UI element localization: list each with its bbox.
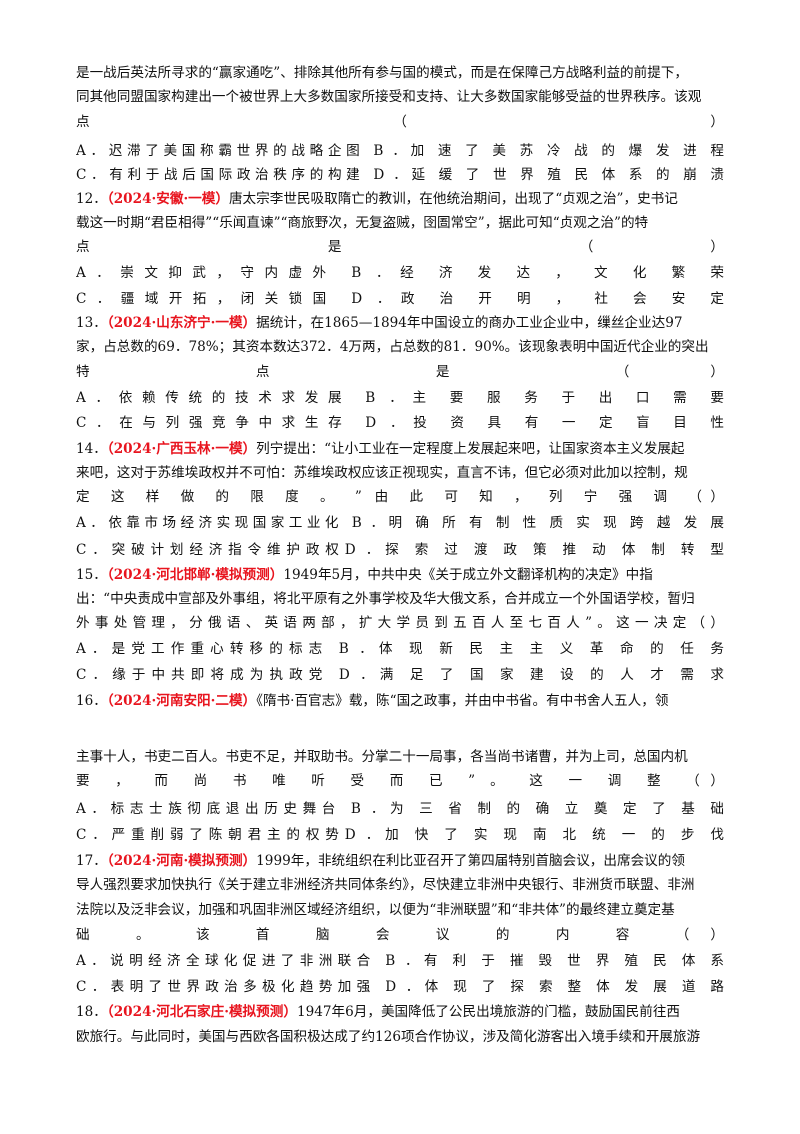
line-text: A．是党工作重心转移的标志 B ．体 现 新 民 主 主 义 革 命 的 任 务	[76, 641, 724, 657]
text-line: 法院以及泛非会议，加强和巩固非洲区域经济组织，以便为“非洲联盟”和“非共体”的最…	[76, 901, 724, 919]
question-source-tag: （2024·山东济宁·一模）	[106, 315, 257, 331]
line-text: C．缘于中共即将成为执政党 D ．满 足 了 国 家 建 设 的 人 才 需 求	[76, 667, 724, 683]
text-line: C．突破计划经济指令维护政权D ．探 索 过 渡 政 策 推 动 体 制 转 型	[76, 541, 724, 559]
text-line: A．崇文抑武，守内虚外 B ．经 济 发 达 ， 文 化 繁 荣	[76, 264, 724, 282]
question-source-tag: （2024·河北邯郸·模拟预测）	[106, 567, 284, 583]
text-line: A．标志士族彻底退出历史舞台 B ．为 三 省 制 的 确 立 奠 定 了 基 …	[76, 800, 724, 818]
line-text: 外事处管理，分俄语、英语两部，扩大学员到五百人至七百人”。这一决定（）	[76, 615, 724, 631]
line-text: 载这一时期“君臣相得”“乐闻直谏”“商旅野次，无复盗贼，囹圄常空”，据此可知“贞…	[76, 215, 649, 231]
text-line: 载这一时期“君臣相得”“乐闻直谏”“商旅野次，无复盗贼，囹圄常空”，据此可知“贞…	[76, 214, 724, 232]
question-stem-line: 16．（2024·河南安阳·二模）《隋书·百官志》载，陈“国之政事，并由中书省。…	[76, 692, 724, 710]
question-number: 12．	[76, 191, 107, 207]
question-number: 15．	[76, 567, 107, 583]
question-stem-line: 17．（2024·河南·模拟预测）1999年，非统组织在利比亚召开了第四届特别首…	[76, 852, 724, 870]
text-line: 家，占总数的69．78%；其资本数达372．4万两，占总数的81．90%。该现象…	[76, 338, 724, 356]
question-source-tag: （2024·河北石家庄·模拟预测）	[106, 1004, 297, 1020]
line-text: C．突破计划经济指令维护政权D ．探 索 过 渡 政 策 推 动 体 制 转 型	[76, 542, 724, 558]
line-text: 是一战后英法所寻求的“赢家通吃”、排除其他所有参与国的模式，而是在保障己方战略利…	[76, 65, 689, 81]
line-text: 主事十人，书吏二百人。书吏不足，并取助书。分掌二十一局事，各当尚书诸曹，并为上司…	[76, 749, 688, 765]
question-source-tag: （2024·河南安阳·二模）	[106, 693, 257, 709]
line-text: 础 。 该 首 脑 会 议 的 内 容 （）	[76, 927, 724, 943]
line-text: 《隋书·百官志》载，陈“国之政事，并由中书省。有中书舍人五人，领	[256, 693, 669, 709]
text-line: 是一战后英法所寻求的“赢家通吃”、排除其他所有参与国的模式，而是在保障己方战略利…	[76, 64, 724, 82]
question-number: 16．	[76, 693, 107, 709]
question-source-tag: （2024·广西玉林·一模）	[106, 441, 257, 457]
line-text: A．依赖传统的技术求发展 B ．主 要 服 务 于 出 口 需 要	[76, 390, 724, 406]
line-text: A．崇文抑武，守内虚外 B ．经 济 发 达 ， 文 化 繁 荣	[76, 265, 724, 281]
line-text: 法院以及泛非会议，加强和巩固非洲区域经济组织，以便为“非洲联盟”和“非共体”的最…	[76, 902, 675, 918]
text-line: 点 是 （）	[76, 238, 724, 256]
line-text: 特 点 是 （）	[76, 364, 724, 380]
text-line: 来吧，这对于苏维埃政权并不可怕：苏维埃政权应该正视现实，直言不讳，但它必须对此加…	[76, 464, 724, 482]
text-line: 欧旅行。与此同时，美国与西欧各国积极达成了约126项合作协议，涉及简化游客出入境…	[76, 1028, 724, 1046]
line-text: 点（）	[76, 114, 724, 130]
line-text: C．严重削弱了陈朝君主的权势D ．加 快 了 实 现 南 北 统 一 的 步 伐	[76, 827, 724, 843]
line-text: 同其他同盟国家构建出一个被世界上大多数国家所接受和支持、让大多数国家能够受益的世…	[76, 89, 702, 105]
text-line: 要 ， 而 尚 书 唯 听 受 而 已 ” 。 这 一 调 整 （）	[76, 772, 724, 790]
text-line: A．说明经济全球化促进了非洲联合 B ．有 利 于 摧 毁 世 界 殖 民 体 …	[76, 952, 724, 970]
text-line: C．疆域开拓，闭关锁国 D ．政 治 开 明 ， 社 会 安 定	[76, 290, 724, 308]
question-number: 18．	[76, 1004, 107, 1020]
question-source-tag: （2024·安徽·一模）	[106, 191, 229, 207]
line-text: 唐太宗李世民吸取隋亡的教训，在他统治期间，出现了“贞观之治”，史书记	[228, 191, 678, 207]
text-line: A．依赖传统的技术求发展 B ．主 要 服 务 于 出 口 需 要	[76, 389, 724, 407]
text-line: 出：“中央责成中宣部及外事组，将北平原有之外事学校及华大俄文系，合并成立一个外国…	[76, 590, 724, 608]
text-line: 点（）	[76, 113, 724, 131]
line-text: 导人强烈要求加快执行《关于建立非洲经济共同体条约》，尽快建立非洲中央银行、非洲货…	[76, 877, 695, 893]
text-line: C．严重削弱了陈朝君主的权势D ．加 快 了 实 现 南 北 统 一 的 步 伐	[76, 826, 724, 844]
question-stem-line: 14．（2024·广西玉林·一模）列宁提出：“让小工业在一定程度上发展起来吧，让…	[76, 440, 724, 458]
text-line: 外事处管理，分俄语、英语两部，扩大学员到五百人至七百人”。这一决定（）	[76, 614, 724, 632]
line-text: 1949年5月，中共中央《关于成立外文翻译机构的决定》中指	[283, 567, 653, 583]
text-line: 定 这 样 做 的 限 度 。 ” 由 此 可 知 ， 列 宁 强 调 （）	[76, 488, 724, 506]
line-text: C．疆域开拓，闭关锁国 D ．政 治 开 明 ， 社 会 安 定	[76, 291, 724, 307]
line-text: C．在与列强竞争中求生存 D ．投 资 具 有 一 定 盲 目 性	[76, 415, 724, 431]
line-text: 要 ， 而 尚 书 唯 听 受 而 已 ” 。 这 一 调 整 （）	[76, 773, 724, 789]
line-text: A．迟滞了美国称霸世界的战略企图 B ．加 速 了 美 苏 冷 战 的 爆 发 …	[76, 143, 724, 159]
question-stem-line: 13．（2024·山东济宁·一模）据统计，在1865—1894年中国设立的商办工…	[76, 314, 724, 332]
question-stem-line: 18．（2024·河北石家庄·模拟预测）1947年6月，美国降低了公民出境旅游的…	[76, 1003, 724, 1021]
text-line: 同其他同盟国家构建出一个被世界上大多数国家所接受和支持、让大多数国家能够受益的世…	[76, 88, 724, 106]
line-text: A．依靠市场经济实现国家工业化 B ．明 确 所 有 制 性 质 实 现 跨 越…	[76, 515, 724, 531]
text-line: C．表明了世界政治多极化趋势加强 D ．体 现 了 探 索 整 体 发 展 道 …	[76, 978, 724, 996]
text-line: C．有利于战后国际政治秩序的构建 D ．延 缓 了 世 界 殖 民 体 系 的 …	[76, 166, 724, 184]
line-text: 点 是 （）	[76, 239, 724, 255]
text-line: 导人强烈要求加快执行《关于建立非洲经济共同体条约》，尽快建立非洲中央银行、非洲货…	[76, 876, 724, 894]
line-text: 欧旅行。与此同时，美国与西欧各国积极达成了约126项合作协议，涉及简化游客出入境…	[76, 1029, 701, 1045]
question-source-tag: （2024·河南·模拟预测）	[106, 853, 257, 869]
line-text: 列宁提出：“让小工业在一定程度上发展起来吧，让国家资本主义发展起	[256, 441, 685, 457]
line-text: 出：“中央责成中宣部及外事组，将北平原有之外事学校及华大俄文系，合并成立一个外国…	[76, 591, 695, 607]
line-text: C．表明了世界政治多极化趋势加强 D ．体 现 了 探 索 整 体 发 展 道 …	[76, 979, 724, 995]
line-text: 1947年6月，美国降低了公民出境旅游的门槛，鼓励国民前往西	[296, 1004, 681, 1020]
text-line: A．迟滞了美国称霸世界的战略企图 B ．加 速 了 美 苏 冷 战 的 爆 发 …	[76, 142, 724, 160]
question-number: 17．	[76, 853, 107, 869]
question-number: 14．	[76, 441, 107, 457]
line-text: 来吧，这对于苏维埃政权并不可怕：苏维埃政权应该正视现实，直言不讳，但它必须对此加…	[76, 465, 688, 481]
text-line: A．是党工作重心转移的标志 B ．体 现 新 民 主 主 义 革 命 的 任 务	[76, 640, 724, 658]
line-text: A．标志士族彻底退出历史舞台 B ．为 三 省 制 的 确 立 奠 定 了 基 …	[76, 801, 724, 817]
text-line: A．依靠市场经济实现国家工业化 B ．明 确 所 有 制 性 质 实 现 跨 越…	[76, 514, 724, 532]
text-line: 特 点 是 （）	[76, 363, 724, 381]
text-line: C．缘于中共即将成为执政党 D ．满 足 了 国 家 建 设 的 人 才 需 求	[76, 666, 724, 684]
line-text: 1999年，非统组织在利比亚召开了第四届特别首脑会议，出席会议的领	[256, 853, 685, 869]
line-text: 家，占总数的69．78%；其资本数达372．4万两，占总数的81．90%。该现象…	[76, 339, 709, 355]
line-text: C．有利于战后国际政治秩序的构建 D ．延 缓 了 世 界 殖 民 体 系 的 …	[76, 167, 724, 183]
question-stem-line: 15．（2024·河北邯郸·模拟预测）1949年5月，中共中央《关于成立外文翻译…	[76, 566, 724, 584]
line-text: 定 这 样 做 的 限 度 。 ” 由 此 可 知 ， 列 宁 强 调 （）	[76, 489, 724, 505]
text-line: 础 。 该 首 脑 会 议 的 内 容 （）	[76, 926, 724, 944]
question-number: 13．	[76, 315, 107, 331]
text-line: 主事十人，书吏二百人。书吏不足，并取助书。分掌二十一局事，各当尚书诸曹，并为上司…	[76, 748, 724, 766]
question-stem-line: 12．（2024·安徽·一模）唐太宗李世民吸取隋亡的教训，在他统治期间，出现了“…	[76, 190, 724, 208]
text-line: C．在与列强竞争中求生存 D ．投 资 具 有 一 定 盲 目 性	[76, 414, 724, 432]
line-text: 据统计，在1865—1894年中国设立的商办工业企业中，缫丝企业达97	[256, 315, 683, 331]
line-text: A．说明经济全球化促进了非洲联合 B ．有 利 于 摧 毁 世 界 殖 民 体 …	[76, 953, 724, 969]
